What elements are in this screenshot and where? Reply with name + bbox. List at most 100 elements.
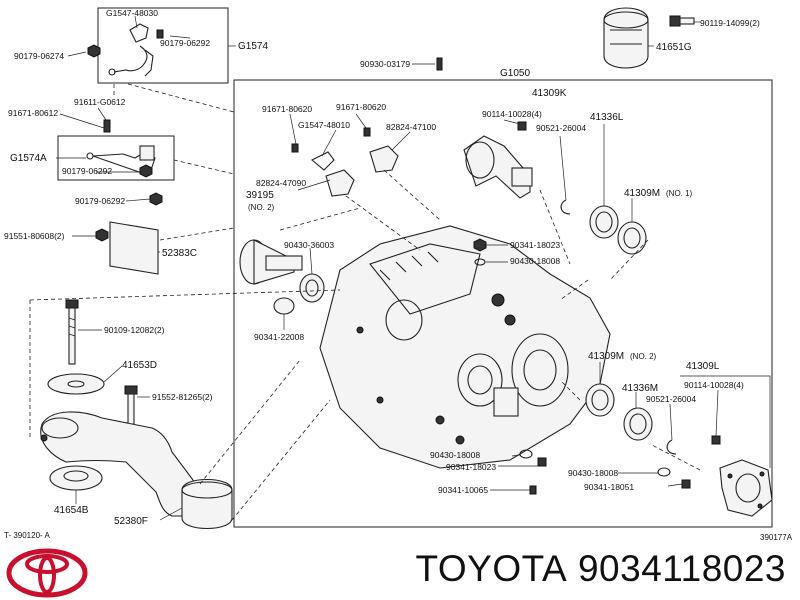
bolt-91611-g0612 <box>103 119 111 133</box>
speed-sensor-g1574a <box>86 145 156 173</box>
label-90930-03179: 90930-03179 <box>360 59 410 69</box>
label-90114-10028-a: 90114-10028(4) <box>482 109 542 119</box>
label-82824-47090: 82824-47090 <box>256 178 306 188</box>
brand-name: TOYOTA <box>415 548 568 589</box>
gasket-90430-18008-b <box>519 449 533 459</box>
assembly-frame-g1050 <box>233 79 773 528</box>
label-90521-26004-a: 90521-26004 <box>536 123 586 133</box>
label-90430-36003: 90430-36003 <box>284 240 334 250</box>
damper-41651g <box>603 7 649 69</box>
label-90341-18023-a: 90341-18023 <box>510 240 560 250</box>
label-91671-80620-a: 91671-80620 <box>262 104 312 114</box>
label-90430-18008-b: 90430-18008 <box>430 450 480 460</box>
label-90341-22008: 90341-22008 <box>254 332 304 342</box>
bracket-52380f <box>40 411 233 529</box>
label-90179-06292-c: 90179-06292 <box>75 196 125 206</box>
label-90179-06274: 90179-06274 <box>14 51 64 61</box>
sensor-box-g1574 <box>97 7 229 84</box>
label-91611-g0612: 91611-G0612 <box>74 97 126 107</box>
label-41309k: 41309K <box>532 88 567 99</box>
label-g1574a: G1574A <box>10 153 47 164</box>
part-labels: G1547-48030 90179-06274 90179-06292 G157… <box>4 8 793 542</box>
bolt-90179-06292-a <box>156 29 164 39</box>
label-82824-47100: 82824-47100 <box>386 122 436 132</box>
brand-part-number: TOYOTA 9034118023 <box>415 548 786 590</box>
snap-ring-90521-26004-a <box>560 199 571 215</box>
oil-seal-41336l <box>589 205 619 239</box>
label-g1547-48010: G1547-48010 <box>298 120 350 130</box>
bolt-91671-80620-a <box>291 143 299 153</box>
label-g1050: G1050 <box>500 68 530 79</box>
plug-90341-18051 <box>681 479 691 489</box>
bushing-41654b <box>49 465 103 491</box>
toyota-logo-icon <box>6 548 88 598</box>
label-41309m-no1: 41309M <box>624 188 660 199</box>
flange-41309k <box>463 135 533 199</box>
label-g1547-48030: G1547-48030 <box>106 8 158 18</box>
transfer-case-body <box>319 225 611 469</box>
label-90521-26004-b: 90521-26004 <box>646 394 696 404</box>
bolt-91551-80608 <box>95 228 109 242</box>
oil-seal-41336m <box>623 407 653 441</box>
label-91671-80620-b: 91671-80620 <box>336 102 386 112</box>
bolt-90930-03179 <box>436 57 443 71</box>
flange-41309l <box>719 459 773 517</box>
bolt-90109-12082 <box>65 299 79 365</box>
label-90179-06292-a: 90179-06292 <box>160 38 210 48</box>
label-91552-81265: 91552-81265(2) <box>152 392 213 402</box>
gasket-90430-18008-a <box>474 258 486 266</box>
sensor-82824-47090 <box>325 169 355 197</box>
label-90341-10065: 90341-10065 <box>438 485 488 495</box>
label-41653d: 41653D <box>122 360 157 371</box>
speed-sensor-g1547-48030 <box>108 23 154 77</box>
parts-diagram: G1547-48030 90179-06274 90179-06292 G157… <box>4 7 793 542</box>
bolt-90114-10028-b <box>711 435 721 445</box>
leader-lines <box>56 15 771 521</box>
bolt-90179-06274 <box>87 44 101 58</box>
nut-90179-06292-c <box>149 192 163 206</box>
label-41336m: 41336M <box>622 383 658 394</box>
washer-41653d <box>47 373 105 395</box>
plug-90341-10065 <box>529 485 537 495</box>
label-41309m-no2: 41309M <box>588 351 624 362</box>
label-90179-06292-b: 90179-06292 <box>62 166 112 176</box>
output-shaft-39195 <box>239 239 303 285</box>
dashed-lines <box>29 83 701 521</box>
label-90341-18051: 90341-18051 <box>584 482 634 492</box>
plate-52383c <box>109 221 159 275</box>
oil-seal-41309m-no1 <box>617 221 647 255</box>
label-90341-18023-b: 90341-18023 <box>446 462 496 472</box>
label-91671-80612: 91671-80612 <box>8 108 58 118</box>
label-ref-left: T- 390120- A <box>4 531 50 540</box>
label-90109-12082: 90109-12082(2) <box>104 325 165 335</box>
gasket-90430-18008-c <box>657 467 671 477</box>
label-41336l: 41336L <box>590 112 624 123</box>
label-no2-a: (NO. 2) <box>248 203 275 212</box>
snap-ring-90521-26004-b <box>666 439 677 455</box>
part-number: 9034118023 <box>577 548 786 589</box>
label-41654b: 41654B <box>54 505 89 516</box>
plug-90341-18023-b <box>537 457 547 467</box>
bolt-91552-81265 <box>124 385 138 425</box>
label-52380f: 52380F <box>114 516 148 527</box>
label-91551-80608: 91551-80608(2) <box>4 231 65 241</box>
label-ref-right: 390177A <box>760 533 793 542</box>
label-41309l: 41309L <box>686 361 720 372</box>
label-90119-14099: 90119-14099(2) <box>700 18 760 28</box>
bolt-90119-14099 <box>669 15 695 27</box>
label-90430-18008-a: 90430-18008 <box>510 256 560 266</box>
label-90114-10028-b: 90114-10028(4) <box>684 380 744 390</box>
oil-seal-41309m-no2 <box>585 383 615 417</box>
bolt-91671-80620-b <box>363 127 371 137</box>
label-no2-b: (NO. 2) <box>630 352 657 361</box>
plug-90341-18023-a <box>473 238 487 252</box>
bolt-90179-06292-b <box>139 164 153 178</box>
label-90430-18008-c: 90430-18008 <box>568 468 618 478</box>
label-g1574: G1574 <box>238 41 268 52</box>
label-no1: (NO. 1) <box>666 189 693 198</box>
bolt-90114-10028-a <box>517 121 527 131</box>
label-41651g: 41651G <box>656 42 692 53</box>
label-39195: 39195 <box>246 190 274 201</box>
seal-90430-36003 <box>299 273 325 303</box>
plug-90341-22008 <box>273 297 295 315</box>
